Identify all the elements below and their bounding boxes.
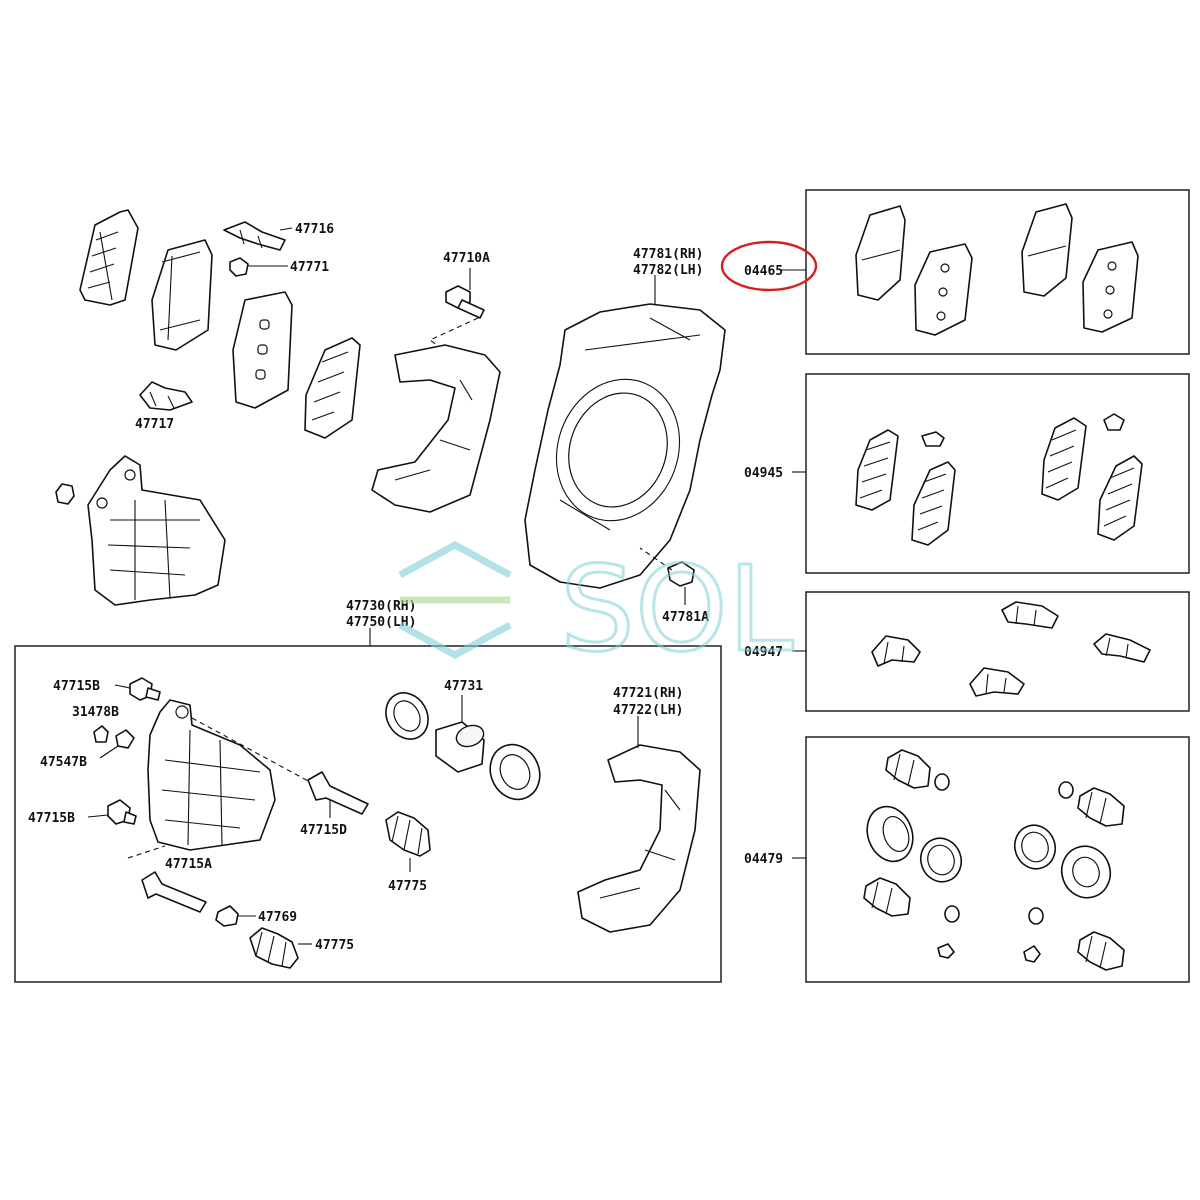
label-04465: 04465 bbox=[744, 264, 783, 279]
label-47715b-lower: 47715B bbox=[28, 811, 75, 826]
caliper-mounting-bracket bbox=[371, 344, 501, 513]
kit-boot-3 bbox=[1077, 787, 1125, 827]
kit-bushing-1 bbox=[934, 773, 950, 791]
kit-pad-3 bbox=[1021, 203, 1073, 297]
label-47782lh: 47782(LH) bbox=[633, 263, 703, 278]
kit-support-clip-2 bbox=[1001, 601, 1059, 629]
label-04945: 04945 bbox=[744, 466, 783, 481]
kit-pad-2 bbox=[914, 243, 973, 336]
kit-piston-seal-2 bbox=[1013, 824, 1057, 870]
kit-clip-2 bbox=[1103, 413, 1125, 431]
bushing-47769 bbox=[215, 905, 239, 927]
kit-support-clip-4 bbox=[1093, 633, 1151, 663]
label-47547b: 47547B bbox=[40, 755, 87, 770]
kit-piston-seal-1 bbox=[919, 837, 963, 883]
bleeder-screw bbox=[115, 729, 135, 749]
label-31478b: 31478B bbox=[72, 705, 119, 720]
kit-bushing-2 bbox=[944, 905, 960, 923]
label-47775-upper: 47775 bbox=[388, 879, 427, 894]
label-47717: 47717 bbox=[135, 417, 174, 432]
boot-47775-lower bbox=[249, 927, 299, 969]
pad-kit-box bbox=[805, 189, 1190, 355]
label-47781a: 47781A bbox=[662, 610, 709, 625]
label-04479: 04479 bbox=[744, 852, 783, 867]
caliper-cylinder-body bbox=[147, 699, 276, 851]
kit-shim-1 bbox=[855, 429, 899, 511]
anti-squeal-shim-outer bbox=[79, 209, 139, 306]
kit-boot-1 bbox=[885, 749, 931, 789]
kit-pad-1 bbox=[855, 205, 906, 301]
kit-piston-boot-1 bbox=[866, 805, 914, 863]
label-47716: 47716 bbox=[295, 222, 334, 237]
brake-pad-inner bbox=[232, 291, 293, 409]
label-47722lh: 47722(LH) bbox=[613, 703, 683, 718]
pad-support-plate bbox=[139, 381, 193, 411]
piston-seal bbox=[385, 692, 429, 740]
bolt-47710a bbox=[445, 285, 485, 319]
caliper-piston bbox=[435, 721, 485, 773]
label-47750lh: 47750(LH) bbox=[346, 615, 416, 630]
highlight-circle bbox=[720, 240, 818, 292]
boot-47775-upper bbox=[385, 811, 431, 857]
label-47771: 47771 bbox=[290, 260, 329, 275]
bolt-47715b-lower bbox=[107, 799, 137, 825]
kit-clip-small-1 bbox=[937, 943, 955, 959]
kit-shim-3 bbox=[1041, 417, 1087, 501]
label-47731: 47731 bbox=[444, 679, 483, 694]
bolt-47715b-top bbox=[129, 677, 161, 701]
kit-piston-boot-2 bbox=[1060, 845, 1112, 899]
shim-kit-box bbox=[805, 373, 1190, 574]
kit-bushing-3 bbox=[1058, 781, 1074, 799]
pad-support-clip bbox=[229, 257, 249, 277]
kit-boot-4 bbox=[1077, 931, 1125, 971]
label-47775-lower: 47775 bbox=[315, 938, 354, 953]
kit-boot-2 bbox=[863, 877, 911, 917]
bolt-47781a bbox=[667, 561, 695, 587]
kit-clip-small-2 bbox=[1023, 945, 1041, 963]
slide-pin-47715d bbox=[307, 771, 369, 815]
label-47715b-top: 47715B bbox=[53, 679, 100, 694]
anti-squeal-shim-inner bbox=[304, 337, 361, 439]
slide-pin-47715a bbox=[141, 871, 207, 913]
brake-pad-outer bbox=[151, 239, 213, 351]
label-47730rh: 47730(RH) bbox=[346, 599, 416, 614]
piston-boot bbox=[489, 743, 541, 801]
label-47715d: 47715D bbox=[300, 823, 347, 838]
disc-brake-dust-cover bbox=[524, 303, 726, 589]
kit-pad-4 bbox=[1082, 241, 1139, 333]
kit-shim-2 bbox=[911, 461, 956, 546]
label-47721rh: 47721(RH) bbox=[613, 686, 683, 701]
bleeder-plug bbox=[93, 725, 109, 743]
kit-support-clip-1 bbox=[871, 635, 921, 667]
caliper-kit-box bbox=[14, 645, 722, 983]
bleeder-cap bbox=[55, 483, 75, 505]
torque-plate-bracket bbox=[577, 744, 701, 933]
watermark-logo bbox=[398, 541, 512, 659]
kit-bushing-4 bbox=[1028, 907, 1044, 925]
caliper-assembly-installed bbox=[87, 455, 226, 606]
kit-shim-4 bbox=[1097, 455, 1143, 541]
kit-clip-1 bbox=[921, 431, 945, 447]
label-47715a: 47715A bbox=[165, 857, 212, 872]
label-47710a: 47710A bbox=[443, 251, 490, 266]
label-47769: 47769 bbox=[258, 910, 297, 925]
label-47781rh: 47781(RH) bbox=[633, 247, 703, 262]
pad-wear-indicator-clip bbox=[223, 221, 286, 251]
watermark-text: SOL bbox=[560, 540, 794, 678]
label-04947: 04947 bbox=[744, 645, 783, 660]
seal-kit-box bbox=[805, 736, 1190, 983]
kit-support-clip-3 bbox=[969, 667, 1025, 697]
